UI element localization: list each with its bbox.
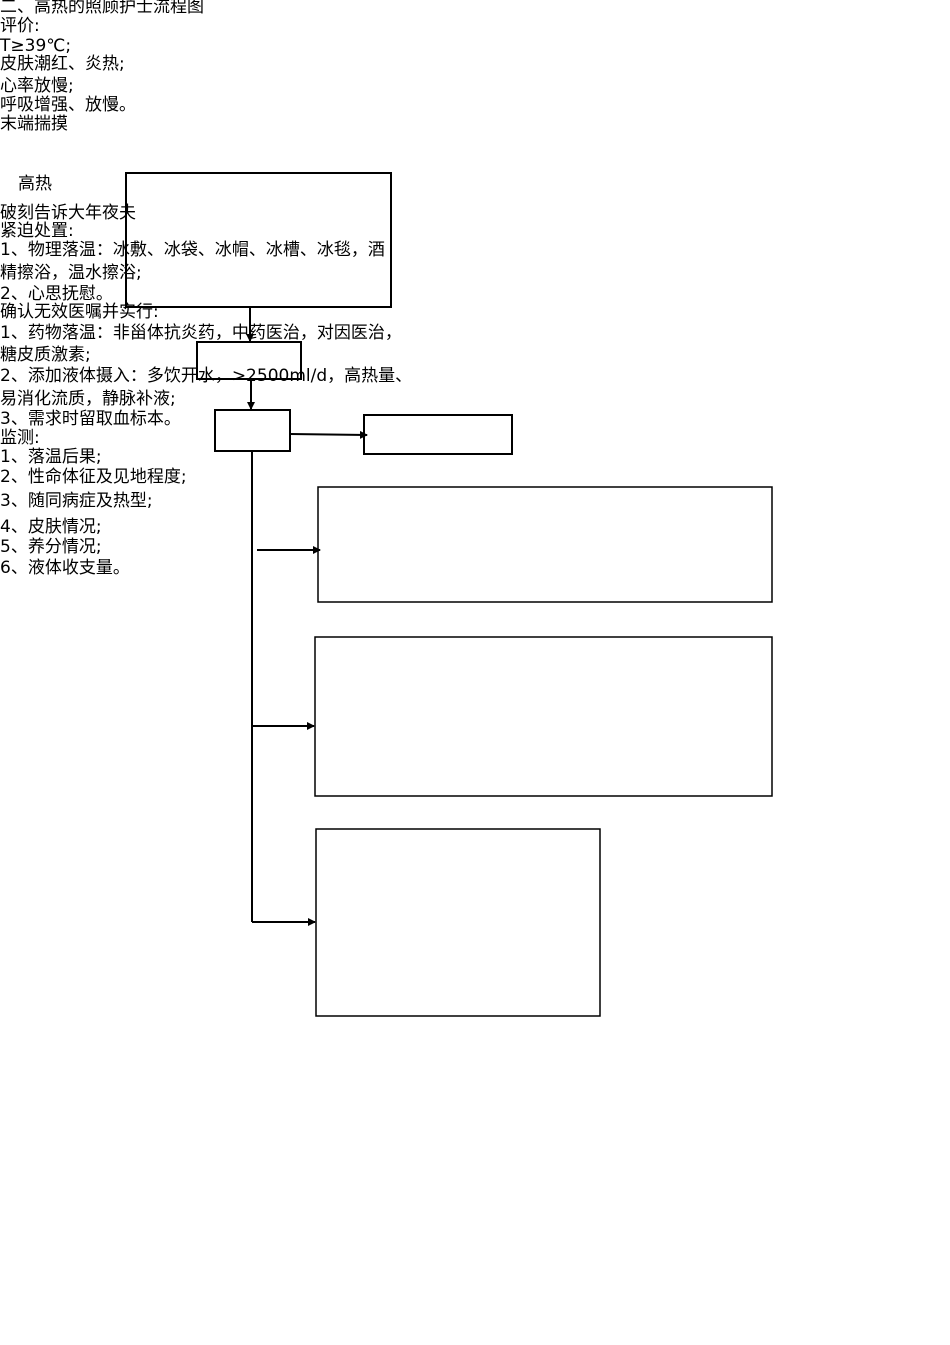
emergency-line: 2、心思抚慰。 bbox=[0, 284, 113, 304]
flow-box-large-2 bbox=[314, 636, 773, 797]
flow-box-monitor bbox=[214, 409, 291, 452]
assessment-item: 心率放慢; bbox=[0, 76, 74, 96]
page-title: 二、高热的照顾护士流程图 bbox=[0, 0, 204, 17]
fever-label: 高热 bbox=[18, 174, 52, 194]
monitor-item: 1、落温后果; bbox=[0, 447, 102, 467]
emergency-line: 1、物理落温：冰敷、冰袋、冰帽、冰槽、冰毯，酒 bbox=[0, 240, 385, 260]
flow-box-emergency bbox=[125, 172, 392, 308]
notify-doctor: 破刻告诉大年夜夫 bbox=[0, 203, 136, 223]
orders-line: 糖皮质激素; bbox=[0, 345, 91, 365]
monitor-item: 4、皮肤情况; bbox=[0, 517, 102, 537]
orders-line: 1、药物落温：非甾体抗炎药，中药医治，对因医治， bbox=[0, 323, 402, 343]
assessment-item: T≥39℃; bbox=[0, 36, 72, 56]
assessment-item: 皮肤潮红、炎热; bbox=[0, 54, 125, 74]
assessment-item: 末端揣摸 bbox=[0, 114, 68, 134]
monitor-heading: 监测: bbox=[0, 428, 40, 448]
orders-line: 易消化流质，静脉补液; bbox=[0, 389, 176, 409]
assessment-heading: 评价: bbox=[0, 16, 40, 36]
emergency-heading: 紧迫处置: bbox=[0, 221, 74, 241]
orders-line: 2、添加液体摄入：多饮开水，>2500ml/d，高热量、 bbox=[0, 366, 413, 386]
monitor-item: 6、液体收支量。 bbox=[0, 558, 130, 578]
monitor-item: 2、性命体征及见地程度; bbox=[0, 467, 187, 487]
flow-box-side bbox=[363, 414, 513, 455]
emergency-line: 精擦浴，温水擦浴; bbox=[0, 263, 142, 283]
orders-line: 3、需求时留取血标本。 bbox=[0, 409, 181, 429]
monitor-item: 3、随同病症及热型; bbox=[0, 491, 153, 511]
arrow-3 bbox=[289, 430, 368, 439]
assessment-item: 呼吸增强、放慢。 bbox=[0, 95, 136, 115]
monitor-item: 5、养分情况; bbox=[0, 537, 102, 557]
orders-heading: 确认无效医嘱并实行: bbox=[0, 302, 159, 322]
flow-box-orders bbox=[196, 341, 302, 380]
flow-box-large-1 bbox=[317, 486, 773, 603]
flow-box-large-3 bbox=[315, 828, 601, 1017]
